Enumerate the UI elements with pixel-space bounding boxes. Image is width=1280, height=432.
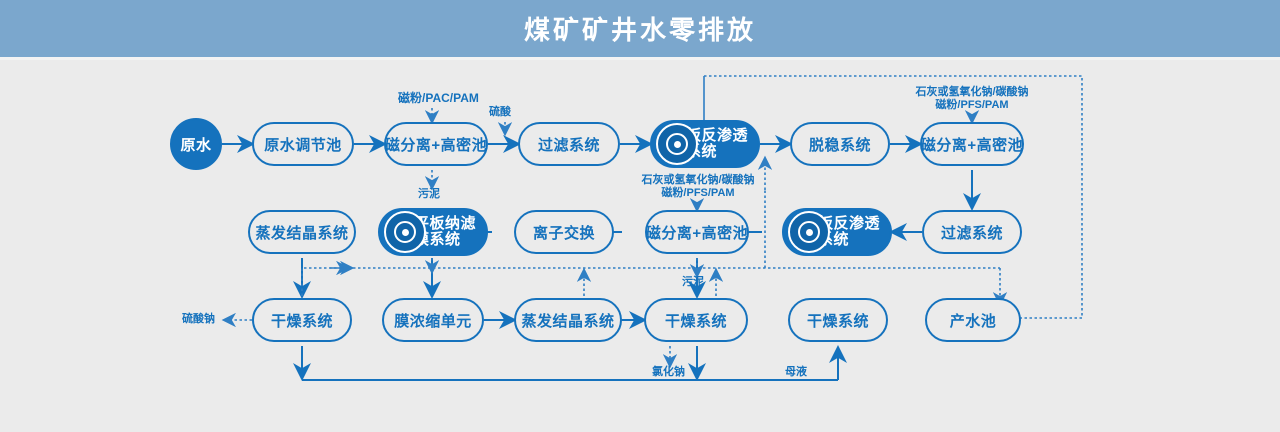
label-acid-1: 硫酸: [489, 106, 511, 118]
node-evap-cryst-1[interactable]: 蒸发结晶系统: [248, 210, 356, 254]
node-mag-sep-1[interactable]: 磁分离+高密池: [384, 122, 488, 166]
node-label: 离子交换: [532, 224, 595, 242]
label-sludge-1: 污泥: [418, 188, 440, 200]
node-label: 原水: [180, 136, 212, 154]
node-drying-3[interactable]: 干燥系统: [788, 298, 888, 342]
node-ro-membrane-1[interactable]: 平板反渗透 膜系统: [650, 120, 760, 168]
page-title: 煤矿矿井水零排放: [523, 15, 756, 45]
node-raw-water-tank[interactable]: 原水调节池: [252, 122, 354, 166]
node-nf-membrane[interactable]: 平板纳滤 膜系统: [378, 208, 488, 256]
node-filter-2[interactable]: 过滤系统: [922, 210, 1022, 254]
node-mag-sep-2[interactable]: 磁分离+高密池: [920, 122, 1024, 166]
diagram-canvas: 原水 原水调节池 磁分离+高密池 过滤系统 平板反渗透 膜系统 脱稳系统 磁分离…: [0, 60, 1280, 432]
node-destabilize[interactable]: 脱稳系统: [790, 122, 890, 166]
page-header: 煤矿矿井水零排放: [0, 0, 1280, 57]
node-raw-water[interactable]: 原水: [170, 118, 222, 170]
node-label: 脱稳系统: [808, 136, 871, 154]
node-label: 蒸发结晶系统: [521, 312, 615, 330]
node-label: 磁分离+高密池: [384, 136, 488, 154]
node-label: 干燥系统: [270, 312, 333, 330]
label-sodium-chloride: 氯化钠: [652, 366, 685, 378]
node-product-water[interactable]: 产水池: [925, 298, 1021, 342]
node-label: 磁分离+高密池: [645, 224, 749, 242]
node-evap-cryst-2[interactable]: 蒸发结晶系统: [514, 298, 622, 342]
node-label: 干燥系统: [664, 312, 727, 330]
connector-layer: [221, 75, 1083, 381]
node-membrane-conc[interactable]: 膜浓缩单元: [382, 298, 484, 342]
membrane-disc-icon: [788, 211, 830, 253]
header-divider: [0, 57, 1280, 60]
label-mother-liquor: 母液: [785, 366, 807, 378]
membrane-disc-icon: [656, 123, 698, 165]
node-label: 蒸发结晶系统: [255, 224, 349, 242]
label-dosing-2: 石灰或氢氧化钠/碳酸钠 磁粉/PFS/PAM: [915, 86, 1029, 111]
label-sludge-2: 污泥: [682, 276, 704, 288]
node-label: 产水池: [949, 312, 997, 330]
node-label: 原水调节池: [264, 136, 342, 154]
node-ion-exchange[interactable]: 离子交换: [514, 210, 614, 254]
membrane-disc-icon: [384, 211, 426, 253]
node-mag-sep-3[interactable]: 磁分离+高密池: [645, 210, 749, 254]
node-filter-1[interactable]: 过滤系统: [518, 122, 620, 166]
node-drying-1[interactable]: 干燥系统: [252, 298, 352, 342]
node-label: 过滤系统: [537, 136, 600, 154]
node-label: 干燥系统: [806, 312, 869, 330]
label-sodium-sulfate: 硫酸钠: [182, 313, 215, 325]
label-dosing-1: 磁粉/PAC/PAM: [398, 91, 479, 105]
node-ro-membrane-2[interactable]: 平板反渗透 膜系统: [782, 208, 892, 256]
node-drying-2[interactable]: 干燥系统: [644, 298, 748, 342]
label-dosing-3: 石灰或氢氧化钠/碳酸钠 磁粉/PFS/PAM: [641, 174, 755, 199]
node-label: 过滤系统: [940, 224, 1003, 242]
node-label: 磁分离+高密池: [920, 136, 1024, 154]
node-label: 膜浓缩单元: [394, 312, 472, 330]
